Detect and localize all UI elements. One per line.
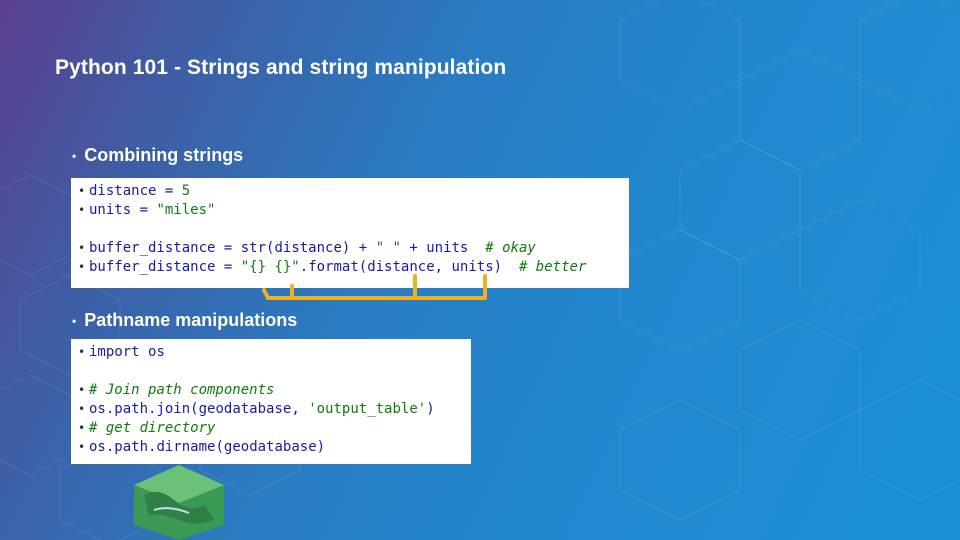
- code-token: # get directory: [89, 420, 216, 436]
- code-token: "miles": [156, 202, 216, 218]
- slide-title: Python 101 - Strings and string manipula…: [55, 56, 507, 79]
- line-bullet-icon: •: [78, 402, 86, 416]
- code-token: ): [426, 401, 435, 417]
- code-token: buffer_distance: [89, 259, 216, 275]
- code-token: buffer_distance: [89, 240, 216, 256]
- code-token: # better: [518, 259, 587, 275]
- line-bullet-icon: •: [78, 345, 86, 359]
- code-token: units: [89, 202, 132, 218]
- code-token: os: [89, 401, 106, 417]
- bullet-label: Pathname manipulations: [84, 310, 298, 330]
- code-token: .: [148, 401, 157, 417]
- line-bullet-icon: •: [78, 203, 86, 217]
- code-token: os: [89, 439, 106, 455]
- code-line: •distance = 5: [71, 182, 629, 201]
- code-block-combining-strings: •distance = 5•units = "miles"•buffer_dis…: [71, 178, 629, 288]
- code-token: (: [190, 401, 199, 417]
- code-block-pathname: •import os•# Join path components•os.pat…: [71, 339, 471, 464]
- code-token: =: [215, 240, 241, 256]
- code-token: distance: [367, 259, 435, 275]
- code-line: •units = "miles": [71, 201, 629, 220]
- code-line: •os.path.join(geodatabase, 'output_table…: [71, 400, 471, 419]
- code-token: distance: [89, 183, 157, 199]
- code-token: geodatabase: [223, 439, 317, 455]
- code-token: path: [114, 439, 149, 455]
- bullet-pathname-manipulations: • Pathname manipulations: [72, 310, 297, 331]
- line-bullet-icon: •: [78, 421, 86, 435]
- code-token: " ": [375, 240, 401, 256]
- bullet-dot-icon: •: [72, 313, 77, 328]
- code-token: =: [156, 183, 182, 199]
- code-token: .: [105, 401, 115, 417]
- code-line: •buffer_distance = "{} {}".format(distan…: [71, 258, 629, 277]
- code-line: •buffer_distance = str(distance) + " " +…: [71, 239, 629, 258]
- code-token: 5: [181, 183, 191, 199]
- code-token: (: [358, 259, 368, 275]
- map-thumbnail-image: [134, 465, 224, 540]
- code-token: path: [114, 401, 149, 417]
- code-token: os: [148, 344, 165, 360]
- code-token: units: [451, 259, 494, 275]
- code-token: ,: [291, 401, 309, 417]
- code-line: •os.path.dirname(geodatabase): [71, 438, 471, 457]
- code-token: [468, 240, 485, 256]
- code-token: .: [148, 439, 157, 455]
- code-line: •# Join path components: [71, 381, 471, 400]
- code-token: str: [240, 240, 267, 256]
- code-token: =: [215, 259, 241, 275]
- code-token: (: [266, 240, 275, 256]
- code-token: 'output_table': [308, 401, 427, 417]
- bullet-combining-strings: • Combining strings: [72, 145, 243, 166]
- code-line: [71, 220, 629, 239]
- code-token: +: [400, 240, 427, 256]
- line-bullet-icon: •: [78, 260, 86, 274]
- code-token: ): [493, 259, 519, 275]
- code-line: •import os: [71, 343, 471, 362]
- bullet-label: Combining strings: [84, 145, 244, 165]
- bullet-dot-icon: •: [72, 148, 77, 163]
- code-token: units: [426, 240, 469, 256]
- code-line: •# get directory: [71, 419, 471, 438]
- code-token: geodatabase: [198, 401, 292, 417]
- code-token: ,: [434, 259, 452, 275]
- line-bullet-icon: •: [78, 383, 86, 397]
- code-token: ) +: [341, 240, 376, 256]
- code-token: [140, 344, 148, 360]
- code-token: dirname: [156, 439, 216, 455]
- line-bullet-icon: •: [78, 184, 86, 198]
- code-token: format: [308, 259, 359, 275]
- code-token: =: [131, 202, 157, 218]
- code-token: join: [156, 401, 191, 417]
- code-token: import: [89, 344, 140, 360]
- code-token: .: [105, 439, 115, 455]
- code-token: ): [316, 439, 326, 455]
- code-token: # okay: [485, 240, 536, 256]
- code-token: # Join path components: [89, 382, 275, 398]
- line-bullet-icon: •: [78, 241, 86, 255]
- code-token: "{} {}": [240, 259, 300, 275]
- code-token: distance: [274, 240, 342, 256]
- code-line: [71, 362, 471, 381]
- code-token: .: [299, 259, 309, 275]
- code-token: (: [215, 439, 224, 455]
- line-bullet-icon: •: [78, 440, 86, 454]
